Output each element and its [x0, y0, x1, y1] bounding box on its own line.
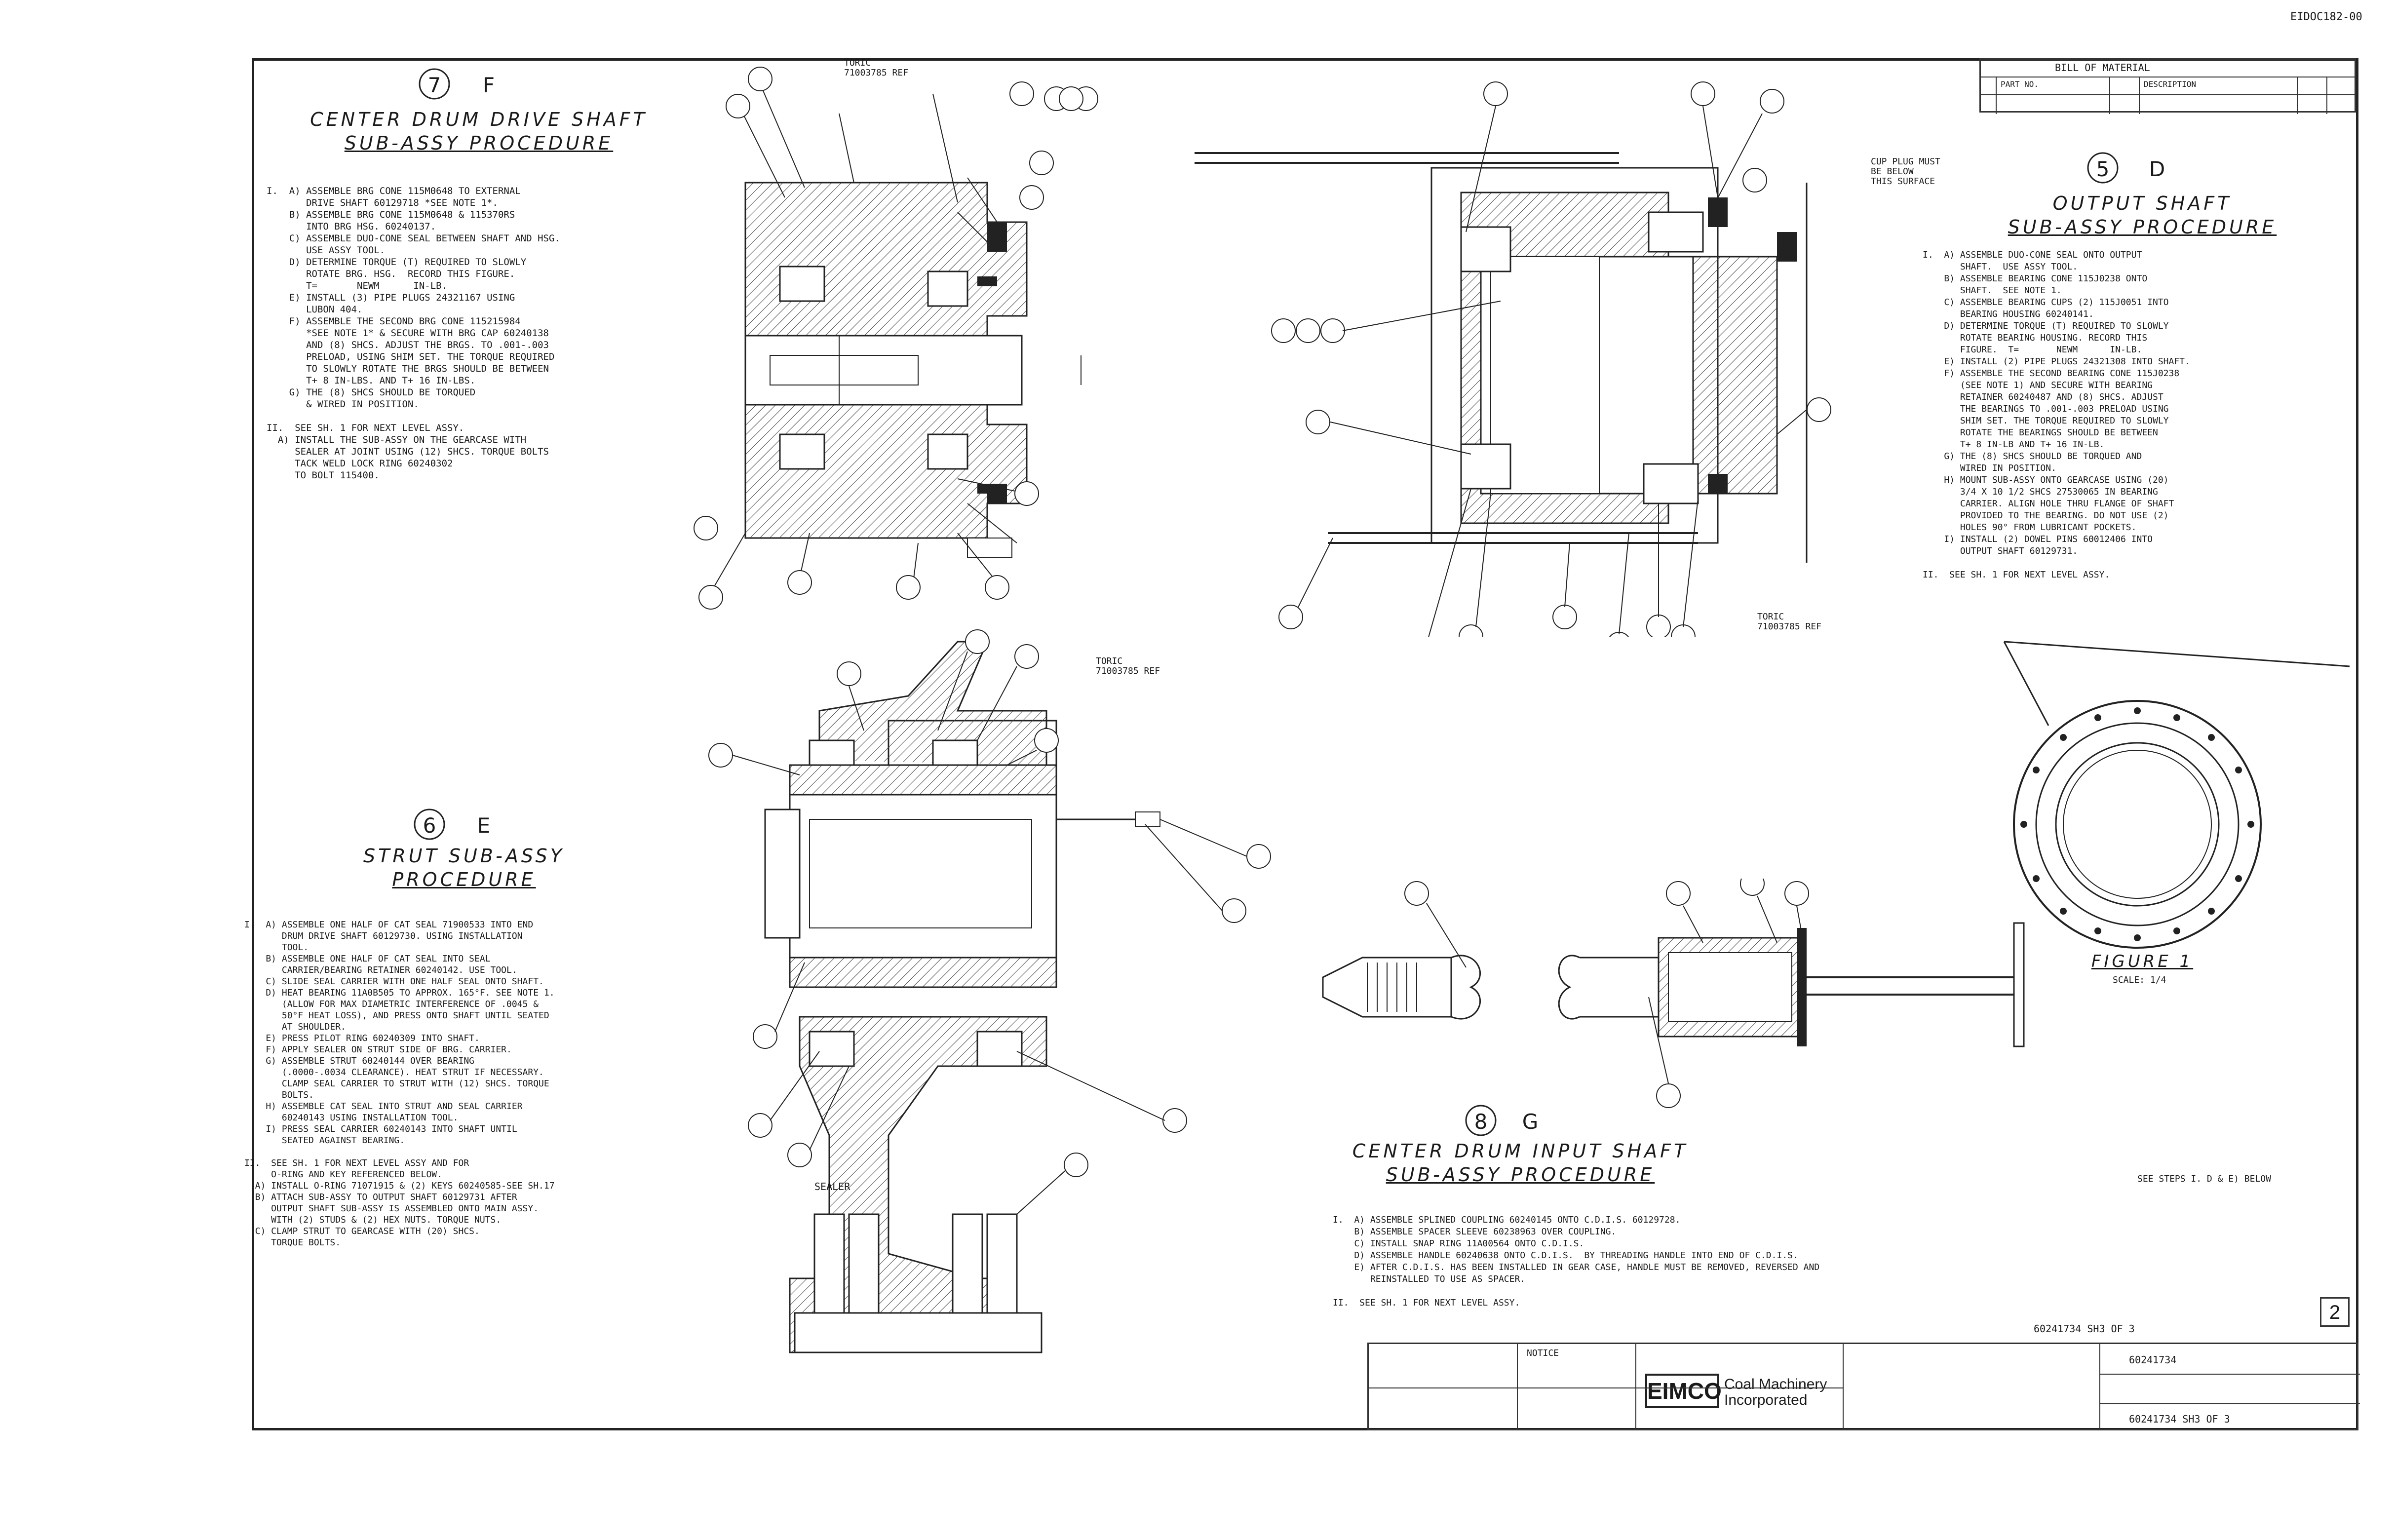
figure1-label: FIGURE 1 [2091, 952, 2194, 971]
input-shaft-view [1322, 879, 2025, 1108]
figure1-flange-view [2013, 700, 2262, 949]
output-shaft-section-view [1195, 81, 1831, 637]
input-shaft-title-line1: CENTER DRUM INPUT SHAFT [1352, 1140, 1689, 1162]
strut-title-line1: STRUT SUB-ASSY [363, 845, 565, 867]
drive-shaft-tag-number: 7 [427, 73, 441, 97]
bill-of-material: BILL OF MATERIAL PART NO. DESCRIPTION [1979, 58, 2356, 114]
cup-plug-note: CUP PLUG MUST BE BELOW THIS SURFACE [1871, 156, 1940, 187]
figure1-scale: SCALE: 1/4 [2113, 975, 2166, 985]
input-shaft-title-line2: SUB-ASSY PROCEDURE [1386, 1164, 1655, 1186]
drawing-number: 60241734 [2129, 1354, 2177, 1366]
input-shaft-procedure-steps: I. A) ASSEMBLE SPLINED COUPLING 60240145… [1333, 1215, 1820, 1308]
document-code: EIDOC182-00 [2290, 11, 2362, 23]
output-shaft-toric-label: TORIC 71003785 REF [1757, 612, 1822, 632]
eimco-logo: EIMCO [1645, 1374, 1722, 1408]
drive-shaft-title-line1: CENTER DRUM DRIVE SHAFT [310, 109, 648, 130]
drive-shaft-title-line2: SUB-ASSY PROCEDURE [344, 132, 614, 154]
sealer-label: SEALER [814, 1181, 850, 1193]
output-shaft-procedure-steps: I. A) ASSEMBLE DUO-CONE SEAL ONTO OUTPUT… [1923, 250, 2190, 580]
notice-title: NOTICE [1527, 1348, 1559, 1358]
figure1-leader-lines [2003, 641, 2350, 726]
input-shaft-tag-number: 8 [1474, 1110, 1488, 1134]
sheet-reference: 60241734 SH3 OF 3 [2129, 1413, 2230, 1425]
bom-title: BILL OF MATERIAL [2055, 62, 2150, 74]
company-line1: Coal Machinery [1724, 1376, 1827, 1392]
strut-tag-number: 6 [423, 813, 436, 838]
strut-title-line2: PROCEDURE [392, 869, 536, 890]
output-shaft-tag-circle [2087, 152, 2119, 184]
bom-col-desc: DESCRIPTION [2144, 79, 2196, 89]
output-shaft-title-line2: SUB-ASSY PROCEDURE [2008, 216, 2277, 238]
company-line2: Incorporated [1724, 1392, 1808, 1408]
strut-tag-circle [414, 808, 445, 840]
drive-shaft-tag-circle [419, 68, 450, 100]
output-shaft-tag-letter: D [2149, 157, 2165, 181]
see-steps-note: SEE STEPS I. D & E) BELOW [2137, 1174, 2271, 1184]
drive-shaft-toric-label: TORIC 71003785 REF [844, 58, 909, 78]
strut-procedure-steps: I. A) ASSEMBLE ONE HALF OF CAT SEAL 7190… [244, 920, 555, 1248]
input-shaft-tag-circle [1465, 1105, 1497, 1136]
title-block: NOTICE EIMCO Coal Machinery Incorporated… [1367, 1343, 2360, 1430]
output-shaft-tag-number: 5 [2096, 157, 2110, 181]
input-shaft-tag-letter: G [1522, 1110, 1539, 1134]
drive-shaft-tag-letter: F [482, 73, 495, 97]
strut-section-view [708, 629, 1271, 1353]
drive-shaft-procedure-steps: I. A) ASSEMBLE BRG CONE 115M0648 TO EXTE… [267, 186, 560, 481]
bom-col-part: PART NO. [2001, 79, 2039, 89]
sheet-ref-top: 60241734 SH3 OF 3 [2034, 1323, 2135, 1335]
strut-toric-label: TORIC 71003785 REF [1096, 656, 1160, 676]
drawing-sheet-border [252, 58, 2358, 1430]
drive-shaft-section-view [694, 67, 1098, 610]
sheet-number-box: 2 [2320, 1297, 2350, 1327]
output-shaft-title-line1: OUTPUT SHAFT [2052, 192, 2232, 214]
strut-tag-letter: E [477, 813, 491, 838]
